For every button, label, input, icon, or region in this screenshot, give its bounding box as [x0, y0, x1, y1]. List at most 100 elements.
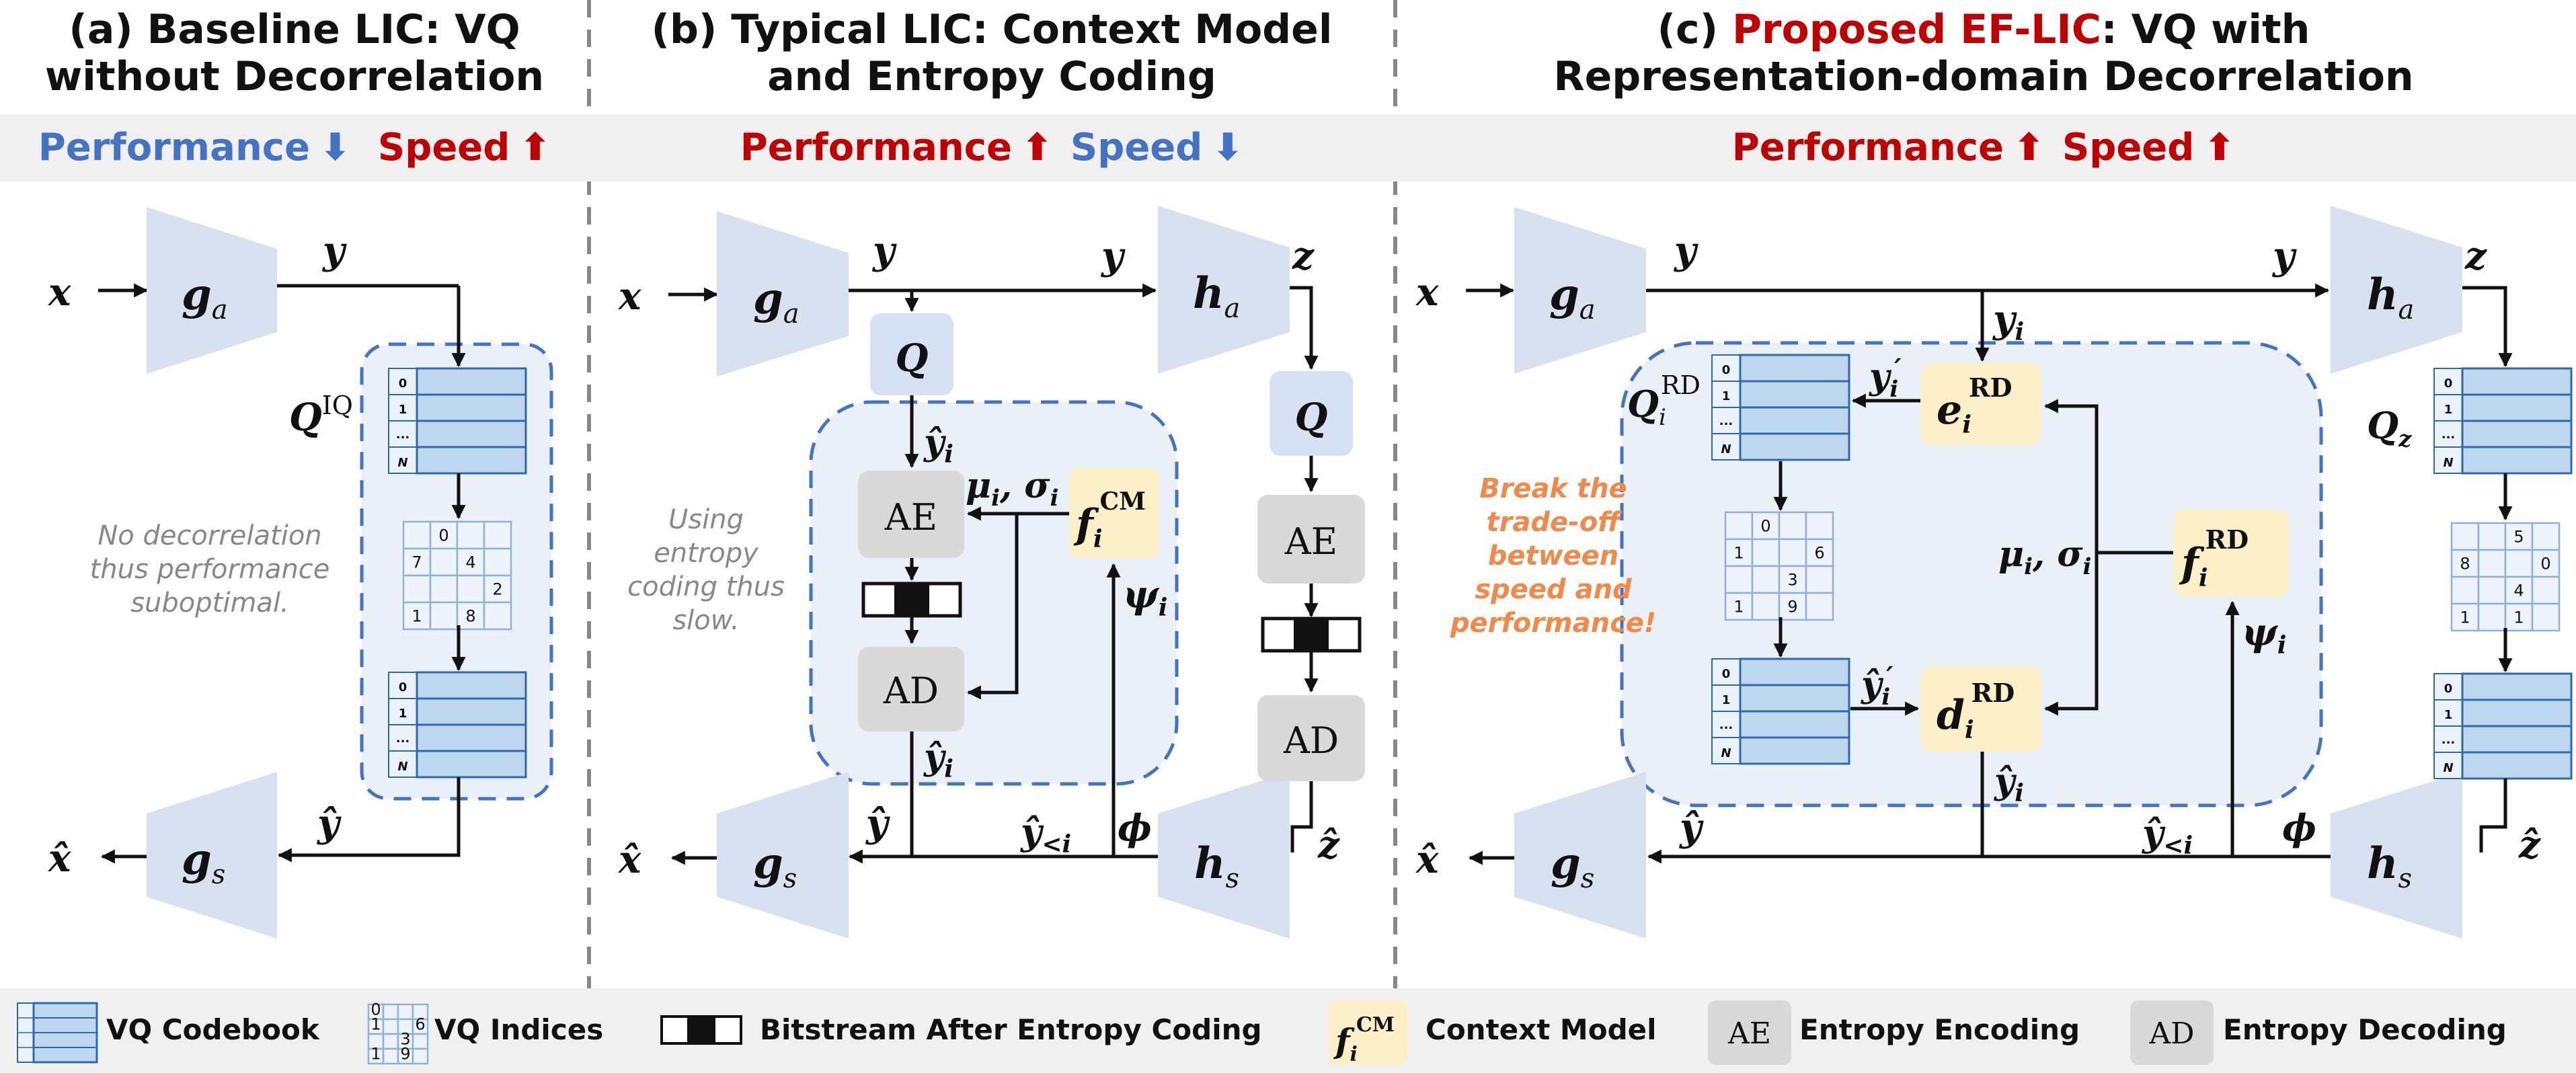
- grid-cell: [2477, 575, 2507, 605]
- grid-index-value: 0: [438, 526, 448, 545]
- z-label: z: [2464, 234, 2487, 278]
- xhat-output-label: x̂: [1415, 838, 1439, 882]
- hyper-encoder-ha: [1158, 206, 1290, 374]
- grid-cell: [1778, 565, 1807, 594]
- grid-cell: [429, 601, 459, 631]
- grid-cell: [1724, 538, 1754, 567]
- note-a-line1: No decorrelation: [97, 520, 321, 551]
- yhat-label: ŷ: [1678, 805, 1704, 850]
- y-label-right: y: [1100, 234, 1126, 278]
- grid-index-value: 9: [1787, 598, 1797, 617]
- yhat-label: ŷ: [865, 801, 890, 846]
- ae-label: AE: [884, 496, 937, 539]
- grid-cell: [483, 547, 512, 577]
- speed-up-icon: ⬆: [2203, 126, 2235, 169]
- grid-index-value: 1: [2513, 608, 2524, 627]
- codebook-bottom: [387, 671, 527, 779]
- x-input-label: x: [1415, 270, 1439, 315]
- arrow-frd-to-drd: [2043, 553, 2099, 716]
- grid-cell: [382, 1018, 399, 1035]
- grid-index-value: 6: [1814, 544, 1824, 563]
- svg-text:1: 1: [399, 403, 407, 417]
- speed-down-icon: ⬇: [1212, 126, 1243, 169]
- legend-codebook-icon: [17, 1002, 98, 1064]
- grid-cell: [1751, 592, 1781, 621]
- grid-cell: [2531, 522, 2561, 551]
- z-label: z: [1292, 234, 1315, 278]
- phi-label: ϕ: [2282, 806, 2316, 849]
- legend-ae-label: Entropy Encoding: [1799, 1013, 2080, 1046]
- codebook-c-top: [1711, 354, 1850, 461]
- codebook-z-bottom: [2433, 672, 2573, 780]
- grid-index-value: 0: [2540, 555, 2550, 573]
- grid-cell: [1751, 538, 1781, 567]
- xhat-output-label: x̂: [618, 838, 641, 882]
- svg-text:N: N: [397, 760, 407, 774]
- grid-index-value: 1: [1733, 544, 1744, 563]
- grid-cell: [456, 601, 485, 631]
- grid-cell: [382, 1033, 399, 1050]
- panel-b-title-line1: (b) Typical LIC: Context Model: [652, 6, 1333, 53]
- grid-cell: [2477, 522, 2507, 551]
- arrow-fcm-to-ad: [966, 514, 1019, 700]
- legend-codebook-label: VQ Codebook: [106, 1013, 320, 1046]
- note-c-line4: speed and: [1475, 574, 1632, 605]
- svg-text:0: 0: [2444, 682, 2453, 696]
- performance-band: [0, 114, 2576, 182]
- grid-cell: [2531, 549, 2561, 578]
- legend-context-icon: [1329, 1000, 1408, 1065]
- svg-text:1: 1: [1722, 693, 1731, 707]
- hyper-encoder-ha: [2331, 206, 2462, 374]
- speed-up-icon: ⬆: [519, 126, 551, 169]
- svg-text:0: 0: [399, 680, 407, 694]
- grid-cell: [1724, 592, 1754, 621]
- grid-cell: [2477, 549, 2507, 578]
- zhat-label: ẑ: [1317, 823, 1340, 867]
- rd-decoder-drd: [1920, 667, 2041, 752]
- grid-index-value: 4: [465, 553, 475, 572]
- svg-text:0: 0: [1722, 667, 1731, 681]
- arrow-to-gs: [277, 777, 461, 863]
- legend-bitstream-icon: [660, 1015, 742, 1045]
- codebook-z-bottom-labels: 0 1 ... N: [2442, 682, 2456, 775]
- phi-label: ϕ: [1118, 806, 1152, 849]
- grid-cell: [1724, 565, 1754, 594]
- grid-cell: [2450, 575, 2480, 605]
- svg-text:0: 0: [1722, 363, 1731, 377]
- svg-text:1: 1: [1722, 389, 1731, 403]
- arrow-frd-to-erd: [2043, 399, 2099, 553]
- perf-label: Performance: [740, 126, 1012, 169]
- xhat-output-label: x̂: [48, 836, 71, 881]
- grid-cell: [1778, 511, 1807, 541]
- svg-text:1: 1: [2444, 403, 2453, 417]
- grid-cell: [382, 1047, 399, 1065]
- grid-index-value: 0: [370, 1000, 381, 1019]
- grid-index-value: 2: [492, 580, 502, 599]
- grid-index-value: 1: [2460, 608, 2470, 627]
- hyper-decoder-hs: [1158, 772, 1290, 939]
- codebook-c-bottom-labels: 0 1 ... N: [1719, 667, 1733, 760]
- panel-c-title-red: Proposed EF-LIC: [1732, 6, 2101, 53]
- codebook-c-top-labels: 0 1 ... N: [1719, 363, 1733, 456]
- panel-a-title-line2: without Decorrelation: [45, 53, 544, 100]
- hyper-decoder-hs: [2331, 772, 2462, 939]
- perf-down-icon: ⬇: [319, 126, 351, 169]
- grid-index-value: 5: [2513, 528, 2524, 547]
- note-a-line2: thus performance: [90, 554, 330, 585]
- legend-ad-label: Entropy Decoding: [2223, 1013, 2507, 1046]
- note-b-line3: coding thus: [627, 571, 785, 602]
- y-label-left: y: [871, 229, 897, 273]
- rd-model-frd: [2173, 510, 2289, 597]
- y-label-left: y: [1673, 229, 1699, 273]
- entropy-encoder-ae: [858, 471, 964, 558]
- panel-b-title-line2: and Entropy Coding: [767, 53, 1216, 100]
- grid-cell: [382, 1003, 399, 1021]
- perf-up-icon: ⬆: [1021, 126, 1053, 169]
- entropy-decoder-ad: [858, 647, 964, 731]
- grid-cell: [397, 1003, 414, 1021]
- yhat-label: ŷ: [316, 801, 342, 846]
- grid-cell: [402, 574, 432, 604]
- quantizer-qz: [1270, 371, 1353, 456]
